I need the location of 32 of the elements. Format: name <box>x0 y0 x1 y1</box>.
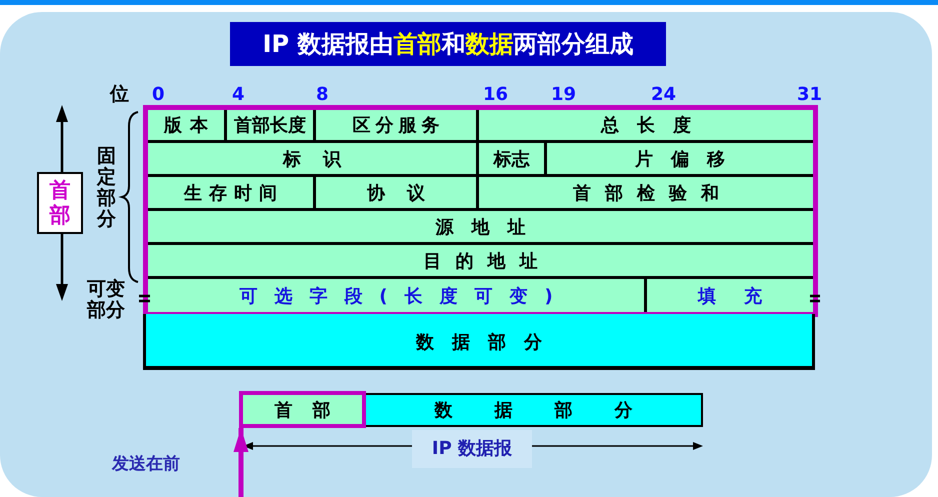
header-field: 生存时间 <box>148 177 316 211</box>
bit-number: 19 <box>551 85 576 106</box>
bit-number: 16 <box>483 85 508 106</box>
header-field: 版本 <box>148 110 227 143</box>
header-field: 标识 <box>148 143 479 177</box>
header-field: 首部检验和 <box>479 177 813 211</box>
arrow <box>234 428 248 497</box>
header-field: 目的地址 <box>148 245 813 279</box>
bit-number: 4 <box>232 85 245 106</box>
header-field: 源地址 <box>148 211 813 245</box>
side-label: 固定部分 <box>97 146 117 230</box>
data-part-box: 数据部分 <box>366 393 703 427</box>
header-field: 首部长度 <box>227 110 316 143</box>
title-banner: IP 数据报由首部和数据两部分组成 <box>230 22 666 66</box>
header-frame <box>143 105 818 317</box>
header-field: 区分服务 <box>316 110 479 143</box>
bit-number: 8 <box>316 85 329 106</box>
header-box: 首部 <box>239 391 366 428</box>
header-field: 片偏移 <box>547 143 813 177</box>
side-label: 可变部分 <box>87 279 126 321</box>
bit-number: 24 <box>651 85 676 106</box>
header-label-box: 首部 <box>37 172 83 234</box>
header-field: 总长度 <box>479 110 813 143</box>
data-part-box: 数据部分 <box>143 314 815 370</box>
bit-number: 0 <box>152 85 165 106</box>
header-field: 标志 <box>479 143 547 177</box>
axis-title: 位 <box>110 84 129 106</box>
note-label: 发送在前 <box>112 455 180 475</box>
header-field: 协议 <box>316 177 479 211</box>
dimension-label: IP 数据报 <box>412 430 532 468</box>
header-field: 填充 <box>647 279 813 312</box>
bit-number: 31 <box>797 85 822 106</box>
